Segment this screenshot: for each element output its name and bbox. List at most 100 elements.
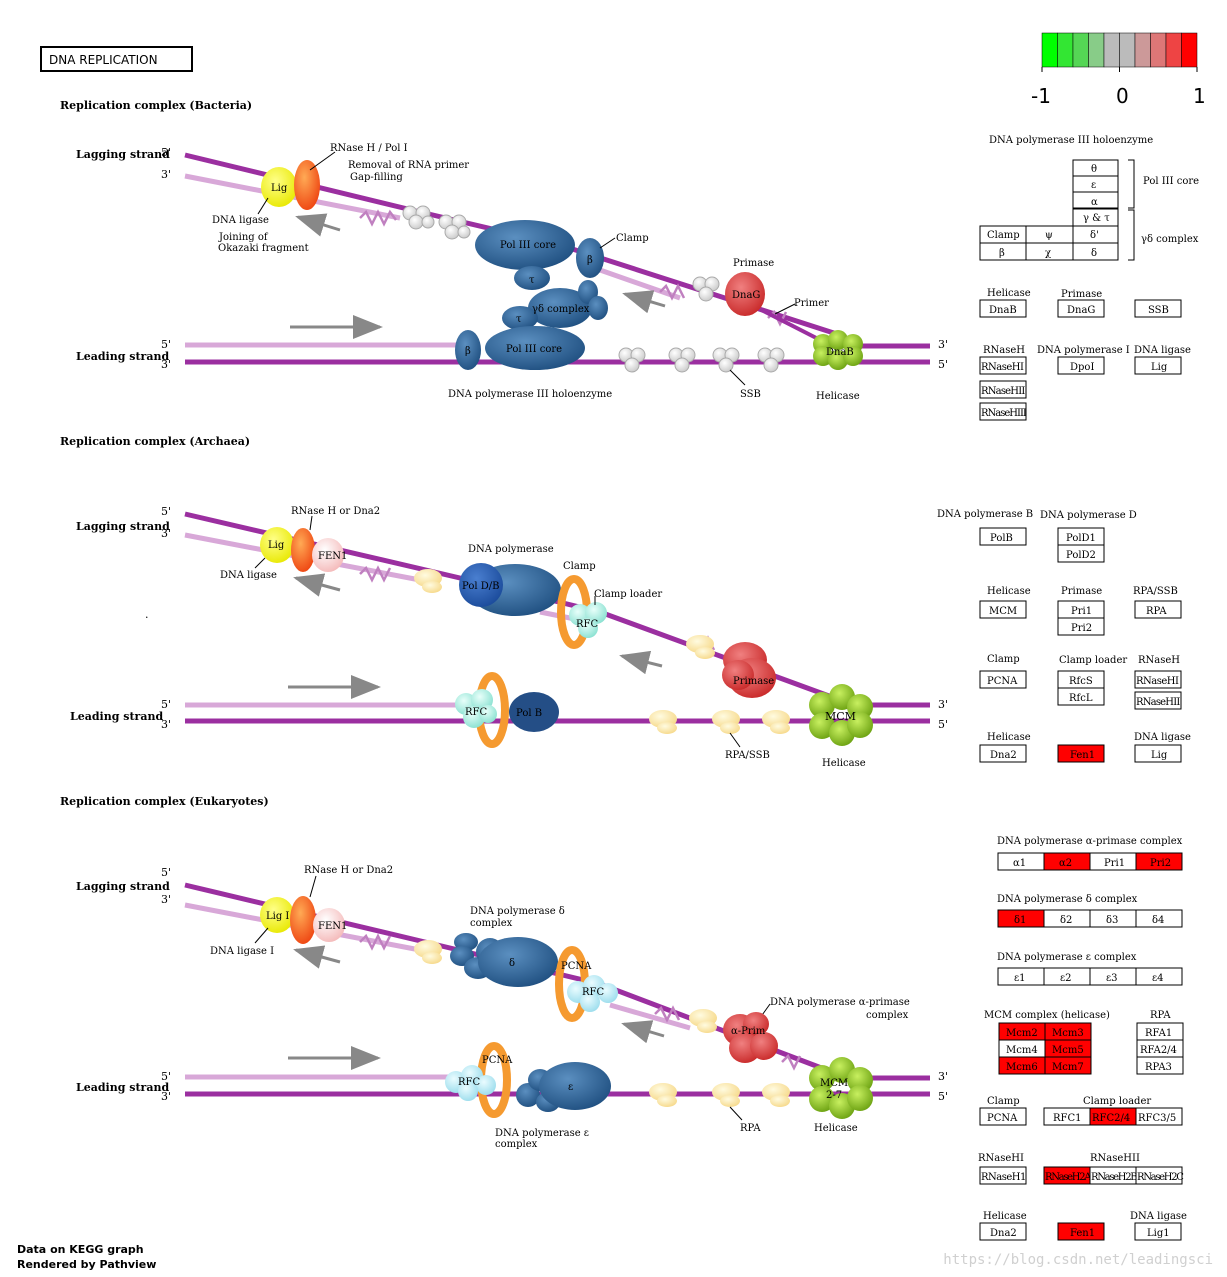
holo-label: DNA polymerase III holoenzyme [448,389,612,400]
gene-dpoi[interactable] [1057,356,1105,375]
gene-rnaseh2b-label: RNaseH2B [1091,1172,1137,1183]
pointer [774,303,796,315]
ap-h: DNA polymerase α-primase complex [997,836,1183,847]
gene-dnag-label: DnaG [1067,305,1095,316]
prime-3: 3' [938,1070,948,1083]
fen1-label: FEN1 [318,551,347,562]
bacteria-diagram: Lagging strand 5' 3' Leading strand 5' 3… [76,143,948,402]
eps-label: ε [568,1082,573,1093]
gene-rnasehi[interactable] [979,356,1027,375]
gene-rnasehii[interactable] [979,380,1027,399]
pole-label: DNA polymerase ε [495,1128,589,1139]
bracket [1128,159,1135,209]
core-label: Pol III core [1143,176,1199,187]
prime-5: 5' [161,698,171,711]
rpa-protein [414,940,790,1107]
joining-label: Joining of [218,232,269,243]
pol3core-label: Pol III core [506,344,562,355]
lagging-label: Lagging strand [76,520,170,533]
gene-dnab[interactable] [979,299,1027,318]
gene-rnasehi-label: RNaseHI [1136,676,1179,687]
gene-rfa1-label: RFA1 [1145,1028,1172,1039]
gene-pri2[interactable] [1057,617,1105,636]
lagging-strand-light [184,902,691,1031]
complex-label: complex [470,918,513,929]
gene-dna2[interactable] [979,744,1027,763]
gene-pcna[interactable] [979,1107,1027,1126]
gene-e2-label: ε2 [1060,973,1072,984]
prime-3: 3' [161,718,171,731]
gene-polb[interactable] [979,527,1027,546]
gene-dnag[interactable] [1057,299,1105,318]
gene-mcm7[interactable] [1044,1056,1092,1075]
gene-pold2[interactable] [1057,544,1105,563]
leading-label: Leading strand [70,710,163,723]
dna-ligase-label: DNA ligase [212,215,269,226]
beta-label: β [999,248,1005,259]
rfc-protein [569,602,607,638]
gene-rnasehii[interactable] [1134,691,1182,710]
arrow [293,573,341,597]
gene-mcm3-label: Mcm3 [1052,1028,1084,1039]
gene-rnasehi[interactable] [1134,670,1182,689]
gene-fen1[interactable] [1057,744,1105,763]
dot-mark: . [145,608,149,621]
rpa-protein [414,569,790,734]
gene-pold2-label: PolD2 [1066,550,1096,561]
gene-rpa[interactable] [1134,600,1182,619]
gamma-tau-label: γ & τ [1083,213,1110,224]
pointer [254,557,266,569]
gene-pri2[interactable] [1135,852,1183,871]
gene-e4-label: ε4 [1152,973,1164,984]
complex-label: complex [495,1139,538,1150]
clamp-label: Clamp [563,561,596,572]
gene-lig[interactable] [1134,356,1182,375]
gene-mcm2-label: Mcm2 [1006,1028,1038,1039]
pointer [729,732,741,748]
gene-mcm-label: MCM [989,606,1017,617]
gene-dna2[interactable] [979,1222,1027,1241]
dnag-label: DnaG [732,290,760,301]
fen1-label: FEN1 [318,921,347,932]
lig-protein [260,897,294,933]
delta-label: δ [1091,248,1097,259]
gene-rnaseh1[interactable] [979,1166,1027,1185]
gene-rfcs-label: RfcS [1069,676,1093,687]
gene-rpa-label: RPA [1146,606,1167,617]
gene-d4-label: δ4 [1152,915,1164,926]
gene-rfc35-label: RFC3/5 [1138,1113,1176,1124]
gene-rnaseh2c[interactable] [1135,1166,1183,1185]
gene-rpa3[interactable] [1136,1056,1184,1075]
gene-pcna[interactable] [979,670,1027,689]
primase-label: Primase [733,676,774,687]
gene-pri1-label: Pri1 [1104,858,1125,869]
complex-label: complex [866,1010,909,1021]
section-bacteria: Replication complex (Bacteria) [60,99,252,112]
core-alpha-label: α [1091,197,1098,208]
dprime-label: δ' [1090,230,1099,241]
gene-dpoi-label: DpoI [1070,362,1094,373]
gene-rnasehiii[interactable] [979,402,1027,421]
legend-mid: 0 [1116,84,1129,108]
legend-min: -1 [1031,84,1051,108]
gene-mcm5-label: Mcm5 [1052,1045,1084,1056]
gene-lig[interactable] [1134,744,1182,763]
polb-h: DNA polymerase B [937,509,1033,520]
clamp-h: Clamp [987,1096,1020,1107]
core-epsilon-label: ε [1091,180,1096,191]
gene-rfc35[interactable] [1135,1107,1183,1126]
gene-mcm[interactable] [979,600,1027,619]
rfc-protein [567,975,618,1012]
gene-fen1[interactable] [1057,1222,1105,1241]
dnab-label: DnaB [826,347,854,358]
gene-e4[interactable] [1135,967,1183,986]
gene-lig1[interactable] [1134,1222,1182,1241]
gene-rfcl[interactable] [1057,687,1105,706]
gene-rfa24-label: RFA2/4 [1140,1045,1177,1056]
clamp-h: Clamp [987,654,1020,665]
gene-rnasehii-label: RNaseHII [981,386,1025,397]
prime-3: 3' [161,168,171,181]
gene-d4[interactable] [1135,909,1183,928]
gene-ssb[interactable] [1134,299,1182,318]
beta-label: β [465,346,471,357]
